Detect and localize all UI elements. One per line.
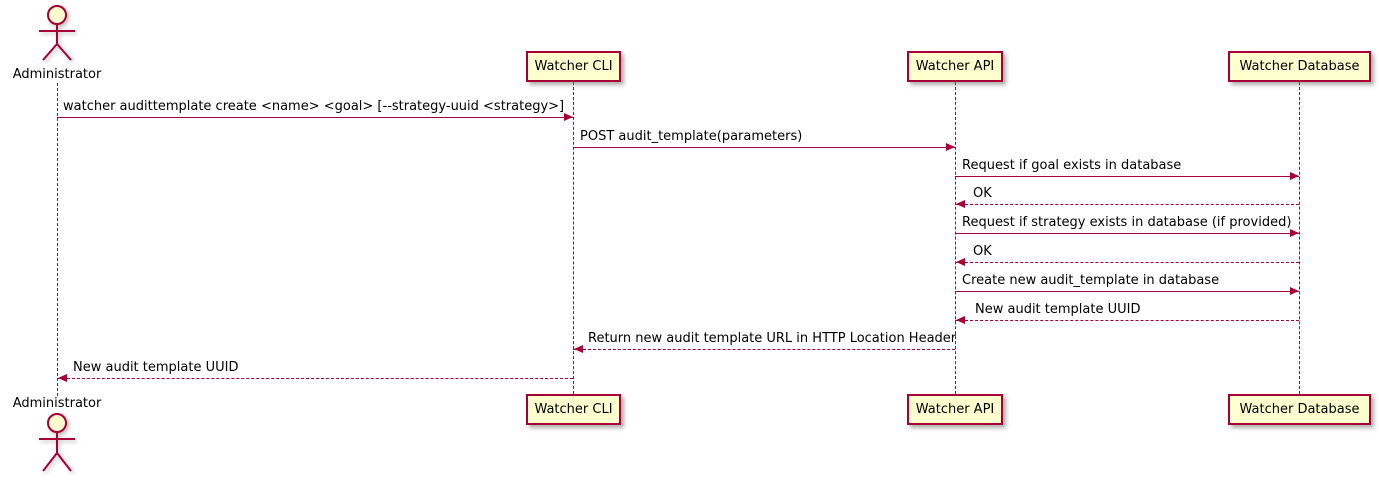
participant-box-watcher-cli-bottom: Watcher CLI — [526, 394, 621, 425]
arrowhead-icon — [574, 345, 583, 353]
actor-label-top: Administrator — [12, 67, 102, 82]
lifeline-watcher-database — [1299, 82, 1300, 394]
message-line — [57, 378, 573, 379]
lifeline-watcher-cli — [573, 82, 574, 394]
message-line — [955, 204, 1299, 205]
participant-box-watcher-cli-top: Watcher CLI — [526, 51, 621, 82]
lifeline-administrator — [57, 83, 58, 396]
participant-label: Watcher API — [915, 402, 995, 417]
arrowhead-icon — [1290, 287, 1299, 295]
message-label: New audit template UUID — [73, 360, 239, 375]
arrowhead-icon — [946, 143, 955, 151]
participant-label: Watcher Database — [1239, 402, 1360, 417]
participant-label: Watcher CLI — [534, 59, 613, 74]
arrowhead-icon — [564, 113, 573, 121]
message-label: POST audit_template(parameters) — [580, 129, 803, 144]
participant-label: Watcher API — [915, 59, 995, 74]
message-label: Request if goal exists in database — [962, 158, 1182, 173]
participant-box-watcher-api-bottom: Watcher API — [907, 394, 1003, 425]
message-label: New audit template UUID — [975, 302, 1141, 317]
lifeline-watcher-api — [955, 82, 956, 394]
arrowhead-icon — [956, 200, 965, 208]
message-line — [955, 320, 1299, 321]
message-line — [955, 291, 1299, 292]
message-label: OK — [973, 186, 992, 201]
message-label: Return new audit template URL in HTTP Lo… — [588, 331, 957, 346]
message-line — [573, 147, 955, 148]
participant-label: Watcher CLI — [534, 402, 613, 417]
arrowhead-icon — [1290, 229, 1299, 237]
arrowhead-icon — [956, 258, 965, 266]
message-label: watcher audittemplate create <name> <goa… — [63, 99, 565, 114]
arrowhead-icon — [58, 374, 67, 382]
message-line — [955, 262, 1299, 263]
actor-icon — [39, 413, 75, 472]
participant-box-watcher-database-top: Watcher Database — [1228, 51, 1371, 82]
message-line — [573, 349, 955, 350]
arrowhead-icon — [1290, 172, 1299, 180]
message-line — [955, 176, 1299, 177]
message-line — [57, 117, 573, 118]
actor-label-bottom: Administrator — [12, 396, 102, 411]
message-label: OK — [973, 244, 992, 259]
message-line — [955, 233, 1299, 234]
participant-label: Watcher Database — [1239, 59, 1360, 74]
participant-box-watcher-api-top: Watcher API — [907, 51, 1003, 82]
participant-box-watcher-database-bottom: Watcher Database — [1228, 394, 1371, 425]
actor-icon — [39, 5, 75, 61]
message-label: Create new audit_template in database — [962, 273, 1220, 288]
message-label: Request if strategy exists in database (… — [962, 215, 1292, 230]
arrowhead-icon — [956, 316, 965, 324]
